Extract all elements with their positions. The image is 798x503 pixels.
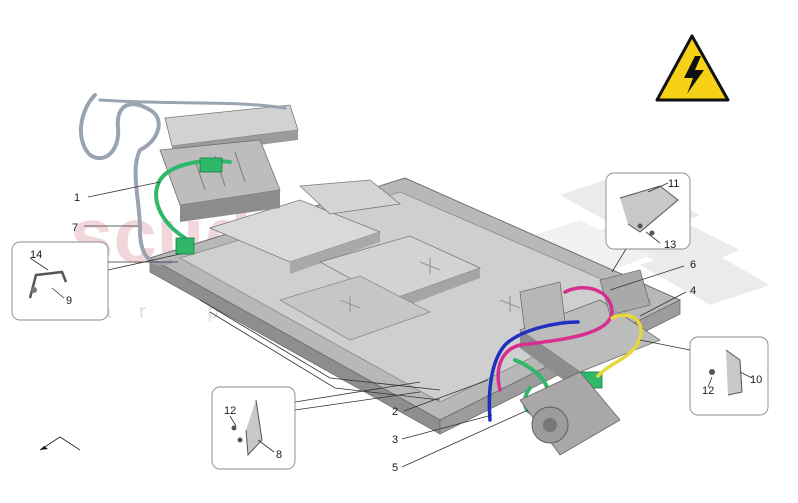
front-motor-assembly <box>519 269 661 456</box>
detail-box-bracket-rear <box>605 172 691 250</box>
callout-13: 13 <box>664 239 676 251</box>
high-voltage-warning-icon <box>655 34 730 102</box>
green-connector-bottom <box>175 237 195 255</box>
hv-cable-blue <box>487 320 580 422</box>
callout-10: 10 <box>750 374 762 386</box>
callout-leaders <box>29 181 753 468</box>
detail-box-bracket-front <box>689 336 769 416</box>
callout-7: 7 <box>72 222 78 234</box>
callout-8: 8 <box>276 449 282 461</box>
callout-12-center: 12 <box>224 405 236 417</box>
callout-11: 11 <box>668 178 679 190</box>
callout-3: 3 <box>392 434 398 446</box>
callout-12-right: 12 <box>702 385 714 397</box>
callout-4: 4 <box>690 285 696 297</box>
detail-box-clamp-left <box>11 241 109 321</box>
callout-6: 6 <box>690 259 696 271</box>
charger-module <box>159 104 299 222</box>
hv-cable-yellow <box>596 313 643 378</box>
hv-cable-grey <box>78 93 287 266</box>
hv-cable-magenta <box>496 286 614 392</box>
callout-1: 1 <box>74 192 80 204</box>
callout-14: 14 <box>30 249 42 261</box>
green-connector-top <box>199 157 223 173</box>
detail-box-bracket-center <box>211 386 296 470</box>
callout-9: 9 <box>66 295 72 307</box>
callout-2: 2 <box>392 406 398 418</box>
orientation-arrow-icon <box>39 436 81 451</box>
callout-5: 5 <box>392 462 398 474</box>
